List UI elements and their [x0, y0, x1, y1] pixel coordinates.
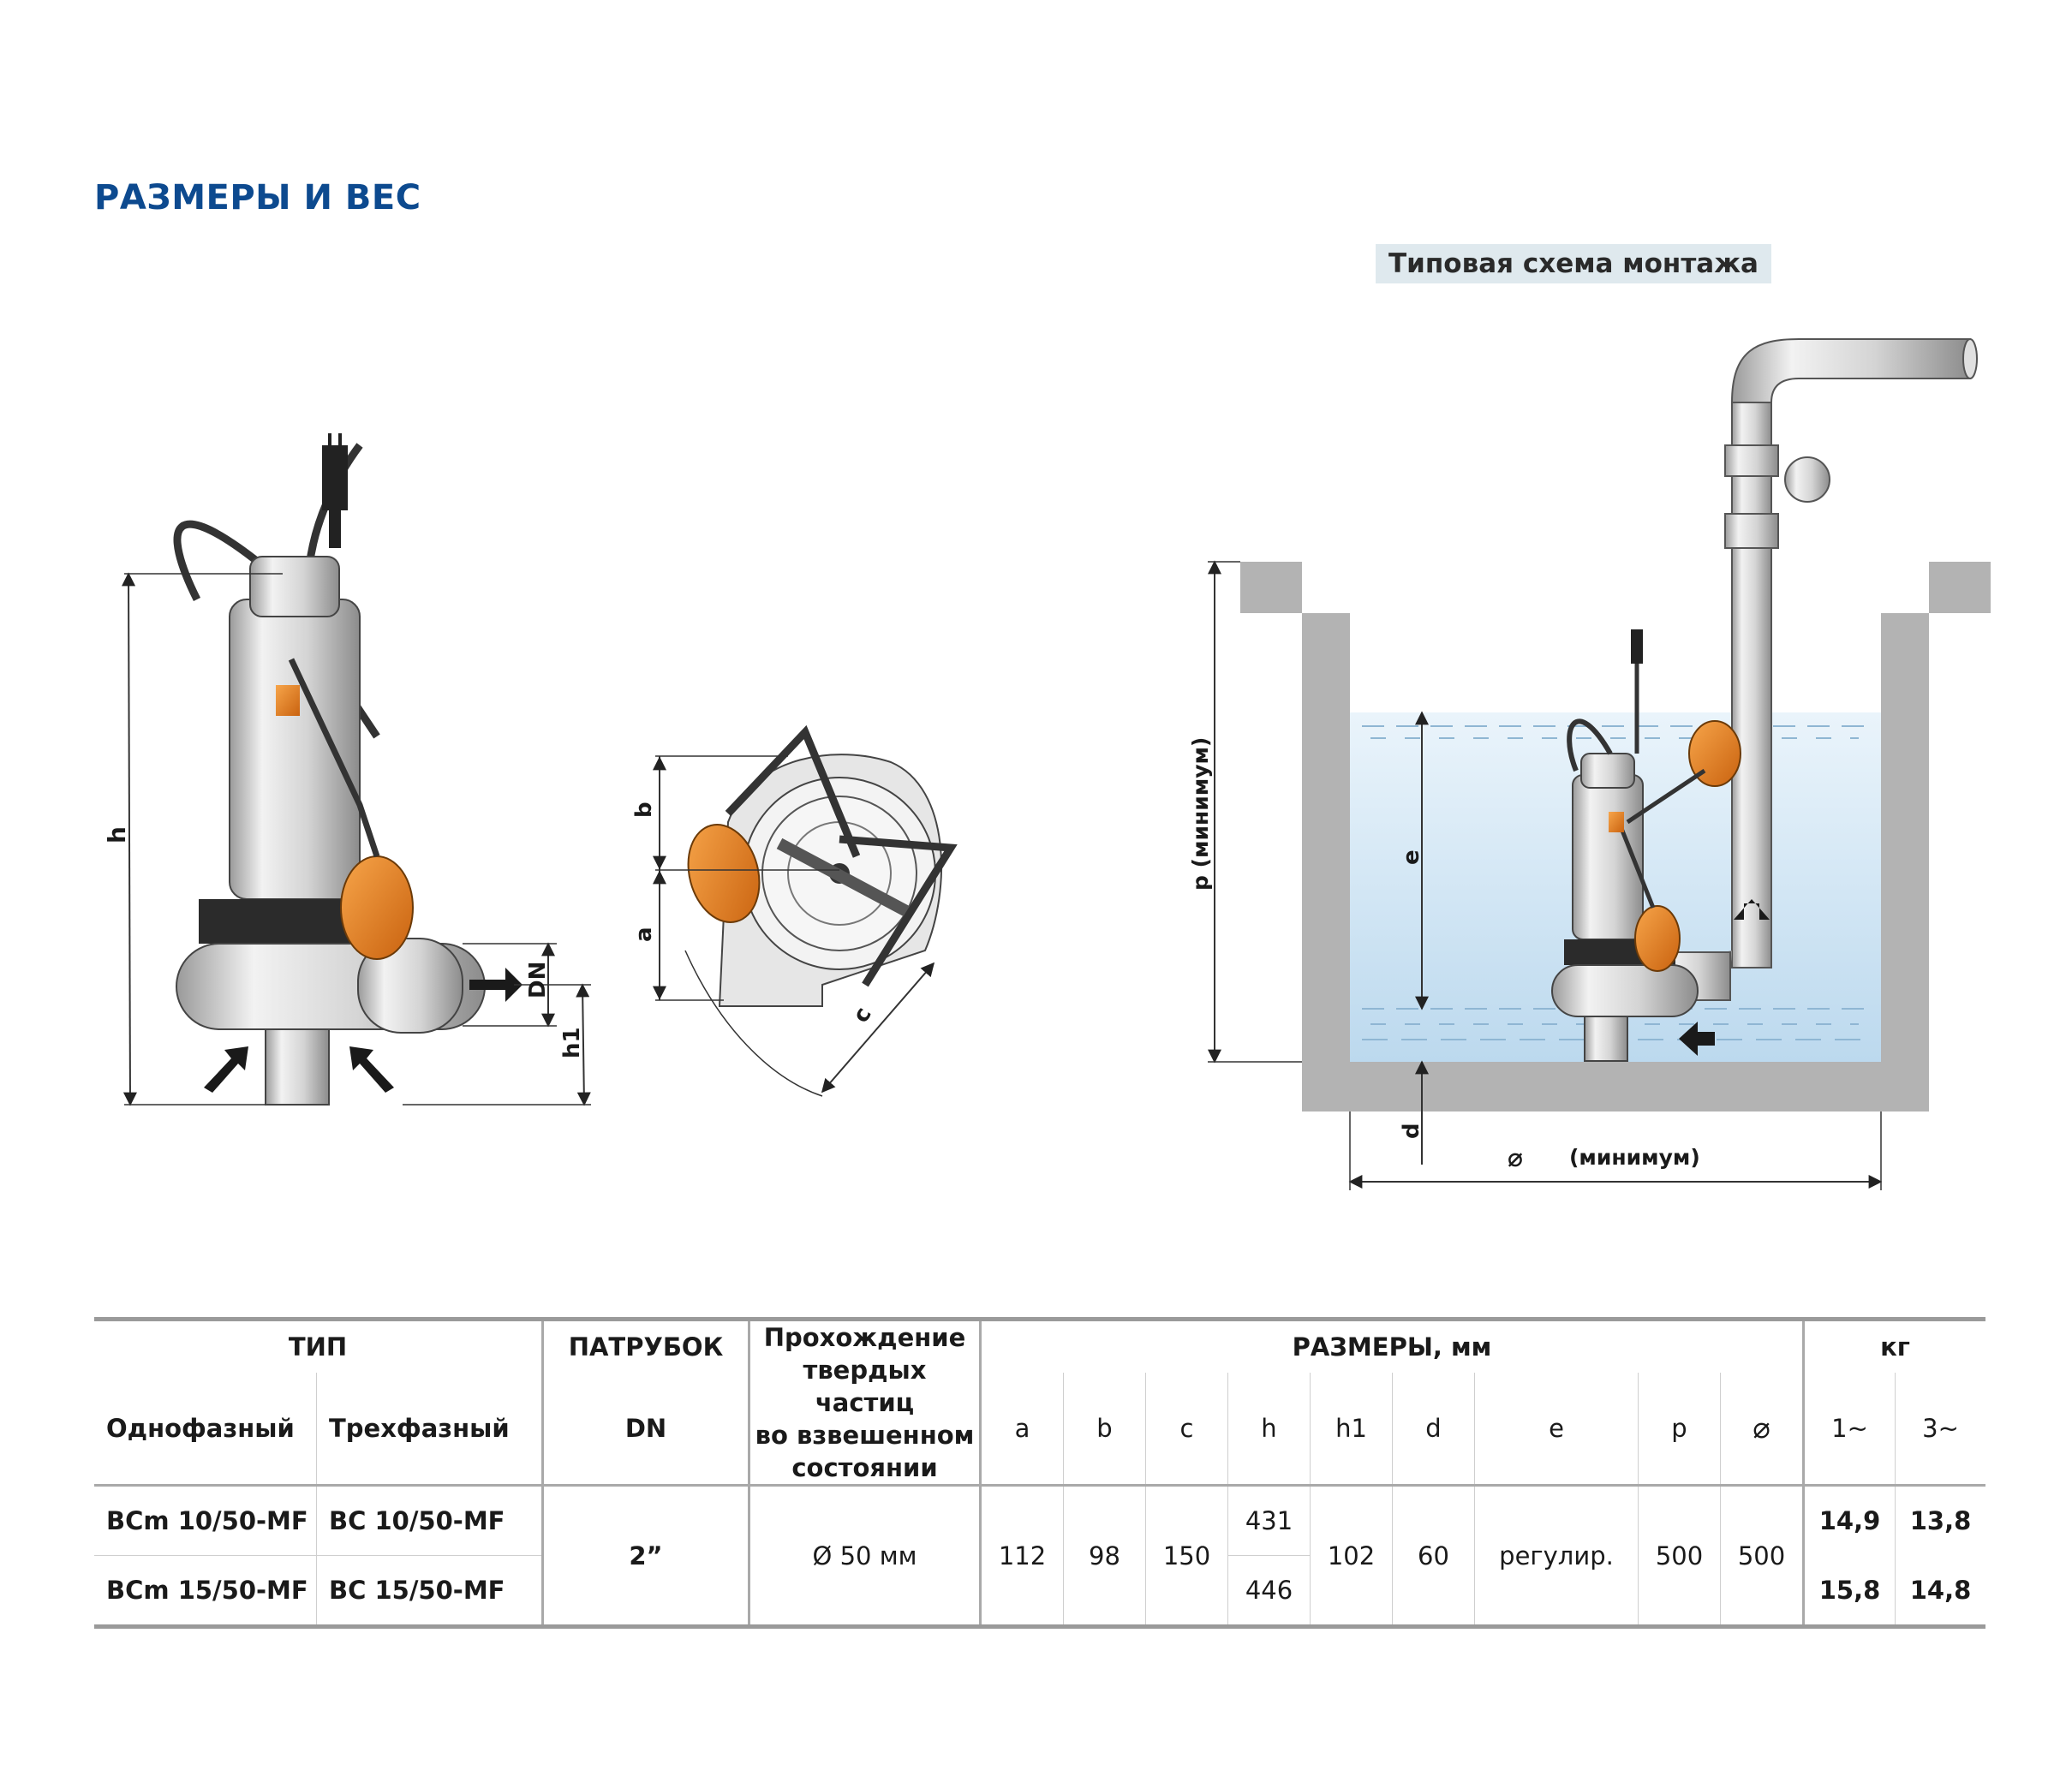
diameter-symbol: ⌀ — [1508, 1143, 1523, 1173]
cell-e: регулир. — [1474, 1485, 1639, 1629]
header-dimensions: РАЗМЕРЫ, мм — [979, 1319, 1804, 1373]
row1-weight-3ph: 13,8 — [1895, 1485, 1985, 1556]
row2-weight-1ph: 15,8 — [1802, 1555, 1896, 1627]
header-outlet: ПАТРУБОК — [541, 1319, 749, 1373]
col-weight-3ph: 3~ — [1895, 1372, 1985, 1486]
col-b: b — [1063, 1372, 1146, 1486]
col-c: c — [1145, 1372, 1228, 1486]
dim-d-label: d — [1399, 1123, 1424, 1139]
row1-single-phase: BCm 10/50-MF — [94, 1485, 317, 1556]
row1-three-phase: BC 10/50-MF — [316, 1485, 543, 1556]
col-h: h — [1227, 1372, 1311, 1486]
row2-weight-3ph: 14,8 — [1895, 1555, 1985, 1627]
cell-b: 98 — [1063, 1485, 1146, 1629]
col-h1: h1 — [1310, 1372, 1393, 1486]
cell-d: 60 — [1392, 1485, 1475, 1629]
col-weight-1ph: 1~ — [1802, 1372, 1896, 1486]
header-solids: Прохождение твердых частиц во взвешенном… — [748, 1319, 981, 1487]
pump-side-view: h DN h1 — [103, 433, 591, 1106]
dim-a-label: a — [631, 927, 657, 942]
col-d: d — [1392, 1372, 1475, 1486]
dim-dn-label: DN — [525, 962, 551, 998]
row2-h: 446 — [1227, 1555, 1311, 1627]
cell-c: 150 — [1145, 1485, 1228, 1629]
col-e: e — [1474, 1372, 1639, 1486]
dim-h1-label: h1 — [559, 1027, 585, 1058]
row1-weight-1ph: 14,9 — [1802, 1485, 1896, 1556]
dim-e-label: e — [1399, 849, 1424, 865]
installation-scheme: p (минимум) e d ⌀ (минимум) — [1188, 338, 1991, 1190]
header-weight: кг — [1802, 1319, 1985, 1373]
diameter-minimum-label: (минимум) — [1569, 1145, 1700, 1170]
cell-p: 500 — [1638, 1485, 1721, 1629]
row2-three-phase: BC 15/50-MF — [316, 1555, 543, 1627]
installation-scheme-title: Типовая схема монтажа — [1376, 244, 1771, 283]
header-three-phase: Трехфазный — [316, 1372, 543, 1486]
page-title: РАЗМЕРЫ И ВЕС — [94, 178, 421, 218]
cell-diameter: 500 — [1720, 1485, 1804, 1629]
dim-p-label: p (минимум) — [1188, 737, 1213, 891]
pump-top-view: b a c — [631, 724, 958, 1097]
col-diameter: ⌀ — [1720, 1372, 1804, 1486]
header-type: ТИП — [288, 1332, 348, 1362]
cell-solids: Ø 50 мм — [748, 1485, 981, 1629]
dim-b-label: b — [631, 802, 657, 818]
dim-h-label: h — [103, 826, 131, 843]
col-a: a — [979, 1372, 1064, 1486]
dim-c-label: c — [848, 1003, 877, 1027]
cell-dn: 2” — [541, 1485, 749, 1629]
row1-h: 431 — [1227, 1485, 1311, 1556]
cell-a: 112 — [979, 1485, 1064, 1629]
cell-h1: 102 — [1310, 1485, 1393, 1629]
col-p: p — [1638, 1372, 1721, 1486]
header-dn: DN — [541, 1372, 749, 1486]
row2-single-phase: BCm 15/50-MF — [106, 1576, 308, 1605]
header-single-phase: Однофазный — [106, 1413, 295, 1443]
dimensions-table: ТИП ПАТРУБОК Прохождение твердых частиц … — [94, 1317, 1985, 1629]
